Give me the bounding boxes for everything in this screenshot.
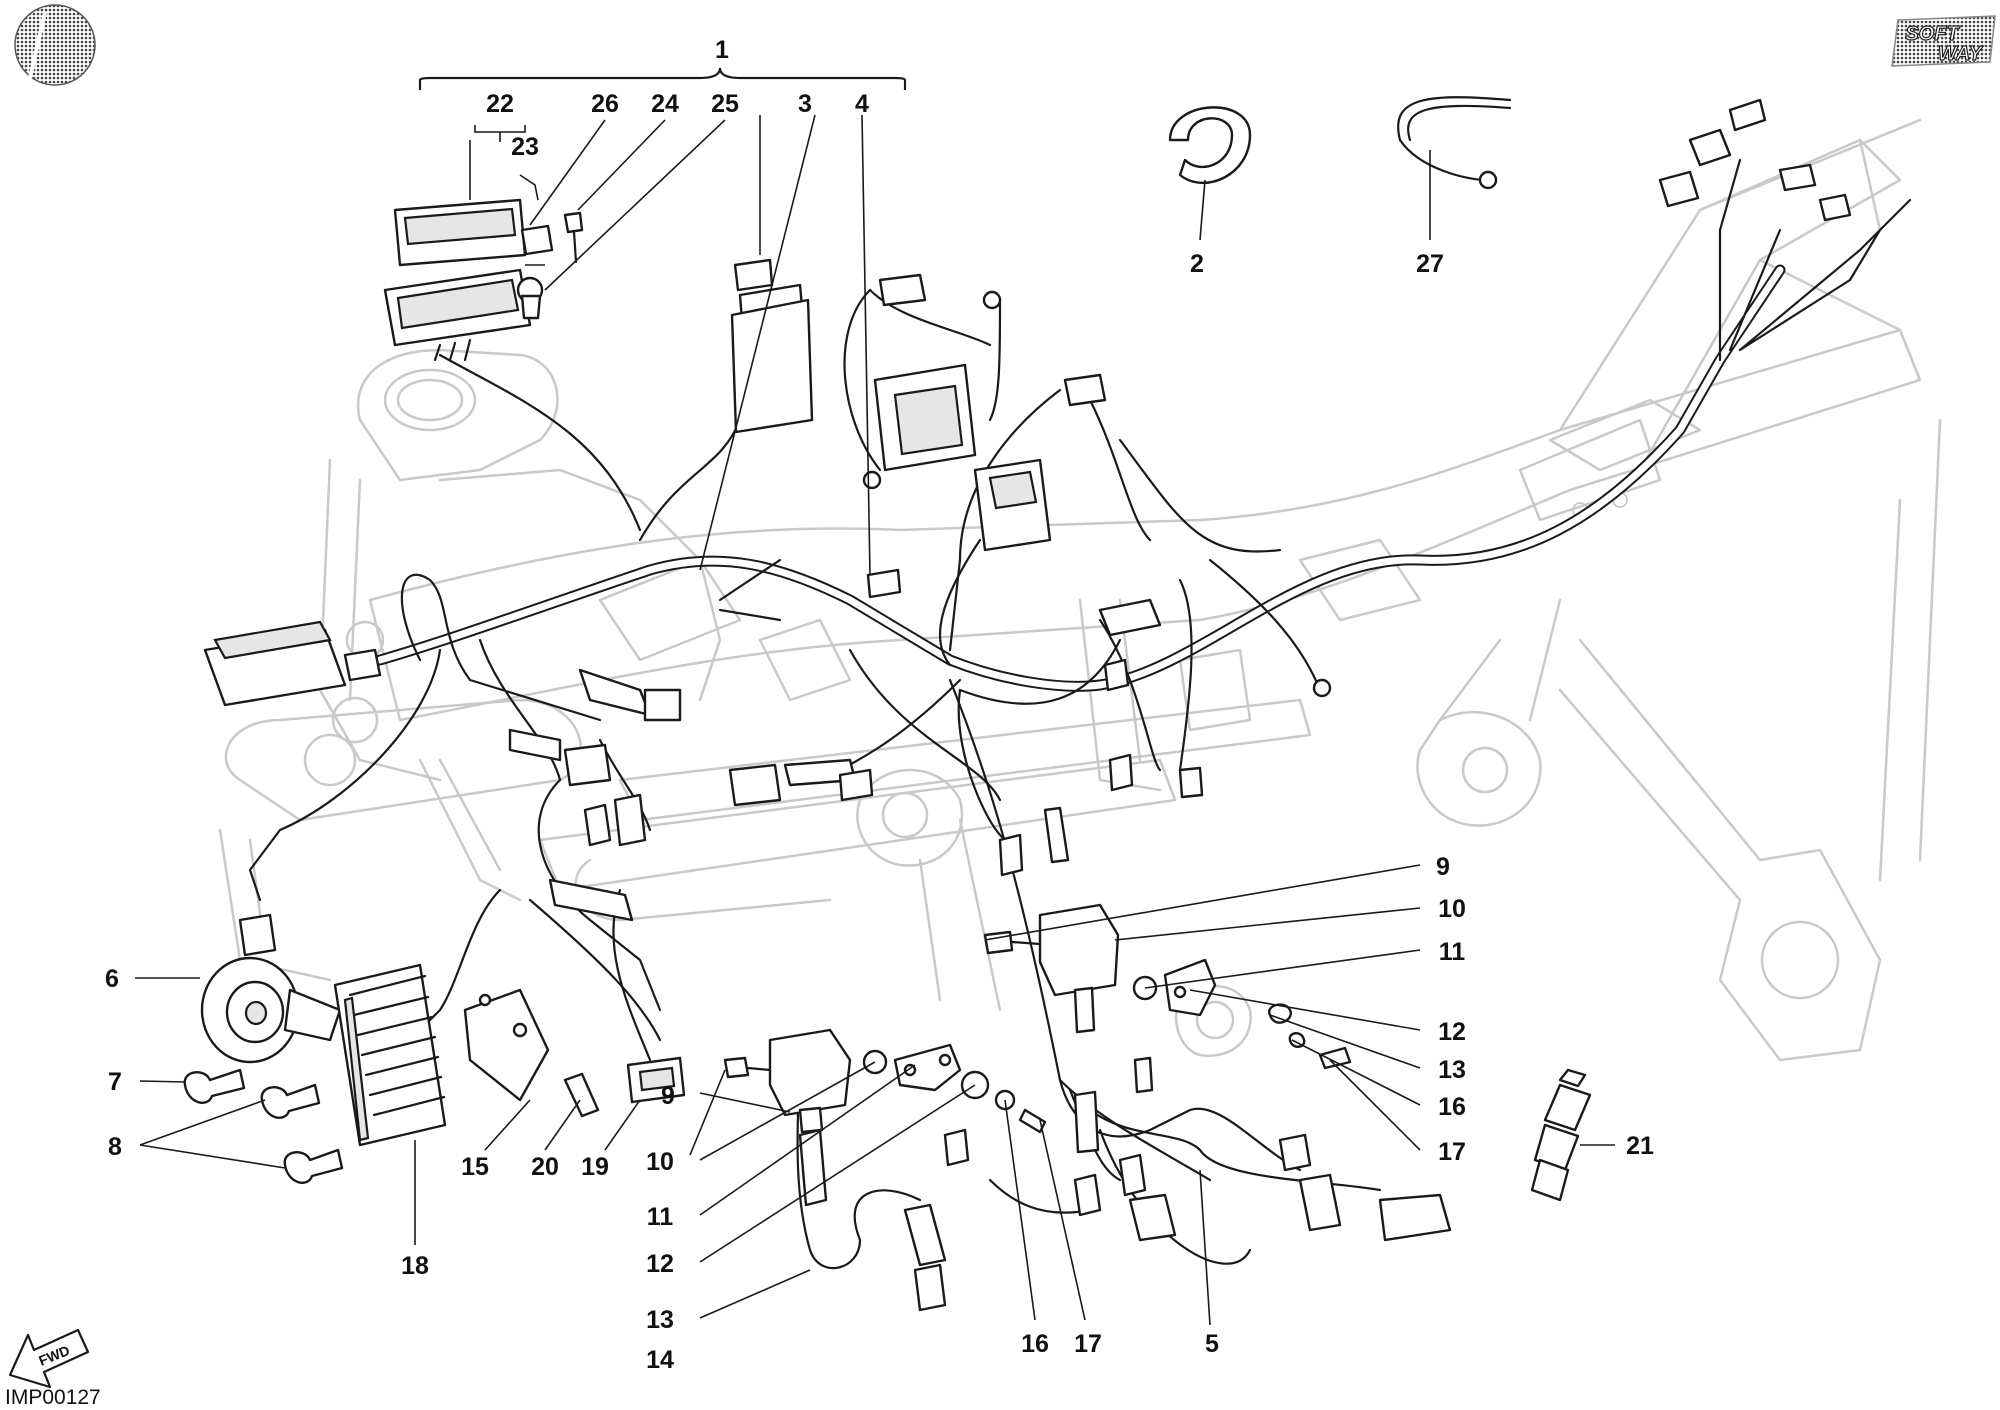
callout-12-right: 12 <box>1438 1018 1466 1046</box>
callout-12-left: 12 <box>646 1250 674 1278</box>
callout-22: 22 <box>486 90 514 118</box>
callout-15: 15 <box>461 1153 489 1181</box>
callout-26: 26 <box>591 90 619 118</box>
callout-13-right: 13 <box>1438 1056 1466 1084</box>
callout-10-left: 10 <box>646 1148 674 1176</box>
callout-16-right: 16 <box>1438 1093 1466 1121</box>
callout-11-right: 11 <box>1439 938 1466 966</box>
callout-4: 4 <box>855 90 869 118</box>
callout-19: 19 <box>581 1153 609 1181</box>
callout-9-right: 9 <box>1436 853 1450 881</box>
callout-20: 20 <box>531 1153 559 1181</box>
callout-10-right: 10 <box>1438 895 1466 923</box>
logo-text-soft: SOFT <box>1905 23 1960 45</box>
callout-18: 18 <box>401 1252 429 1280</box>
callout-14: 14 <box>646 1346 674 1374</box>
component-parts <box>183 96 1852 1312</box>
callout-9-left: 9 <box>661 1082 675 1110</box>
callout-21: 21 <box>1626 1132 1654 1160</box>
badge-slash-icon <box>28 11 47 79</box>
callout-8: 8 <box>108 1133 122 1161</box>
callout-16-left: 16 <box>1021 1330 1049 1358</box>
forward-direction-arrow-icon: FWD <box>8 1328 90 1389</box>
callout-17-left: 17 <box>1074 1330 1102 1358</box>
callout-2: 2 <box>1190 250 1204 278</box>
group-label: 1 <box>715 36 729 64</box>
callout-3: 3 <box>798 90 812 118</box>
callout-23: 23 <box>511 133 539 161</box>
callout-11-left: 11 <box>647 1203 674 1231</box>
page-marks: SOFT WAY FWD IMP00127 <box>5 4 1996 1409</box>
callout-7: 7 <box>108 1068 122 1096</box>
diagram-code: IMP00127 <box>5 1386 101 1409</box>
main-wiring-harness <box>248 158 1912 1270</box>
callout-labels: 22 23 26 24 25 3 4 2 27 6 7 8 18 15 20 1… <box>105 90 1654 1374</box>
callout-17-right: 17 <box>1438 1138 1466 1166</box>
softway-logo: SOFT WAY <box>1891 15 1996 67</box>
logo-text-way: WAY <box>1938 43 1984 65</box>
callout-27: 27 <box>1416 250 1444 278</box>
frame-outline <box>218 118 1942 1062</box>
leader-lines <box>135 114 1615 1326</box>
callout-5: 5 <box>1205 1330 1219 1358</box>
callout-13-left: 13 <box>646 1306 674 1334</box>
callout-25: 25 <box>711 90 739 118</box>
callout-24: 24 <box>651 90 679 118</box>
callout-6: 6 <box>105 965 119 993</box>
circle-badge-icon <box>14 4 96 86</box>
group-brace: 1 <box>418 36 907 90</box>
